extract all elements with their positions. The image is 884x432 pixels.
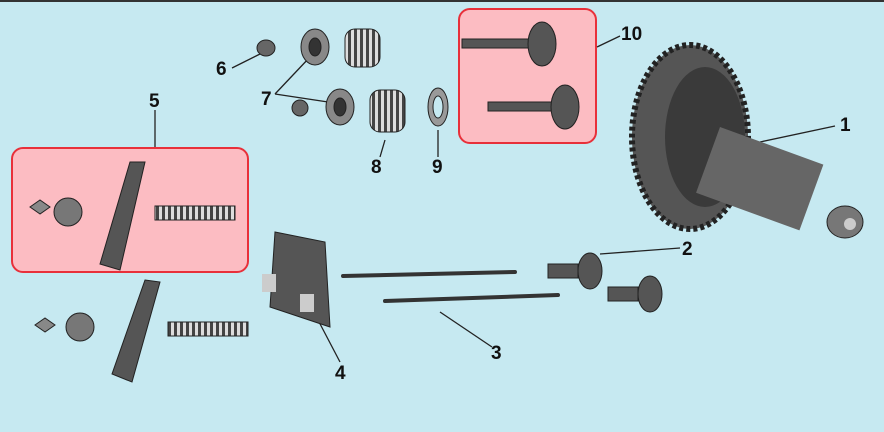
valves-highlight-box [458,8,597,144]
label-tappet: 2 [682,239,693,260]
valves [461,21,580,130]
leader-lines [154,35,836,363]
camshaft-gear [629,42,864,239]
label-rocker-arm: 5 [149,91,160,112]
label-valves: 10 [621,24,643,45]
label-valve-spring: 8 [371,157,382,178]
label-camshaft: 1 [840,115,851,136]
label-spring-seat: 9 [432,157,443,178]
valve-train-small-parts [256,28,449,133]
label-spring-retainer: 7 [261,89,272,110]
rocker-arm-assemblies [29,161,249,383]
label-push-rod: 3 [491,343,502,364]
label-valve-stem-seal: 6 [216,59,227,80]
tappets [547,252,663,313]
guide-plate [262,231,331,328]
push-rods [341,270,560,303]
label-guide-plate: 4 [335,363,346,384]
